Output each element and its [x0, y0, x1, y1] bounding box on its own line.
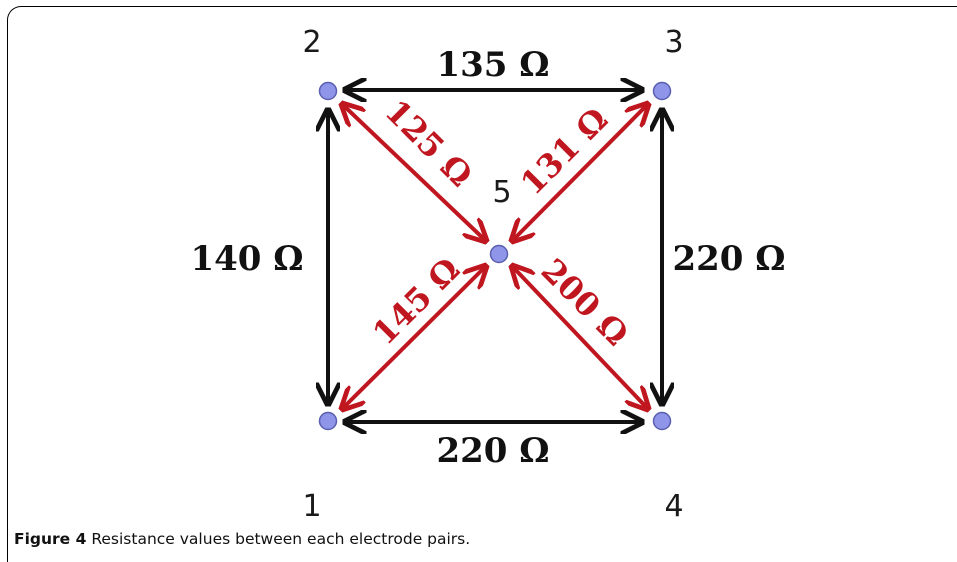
electrode-resistance-diagram: 2 3 1 4 5 135 Ω 220 Ω 140 Ω 220 Ω 125 Ω …: [190, 25, 785, 524]
electrode-node-5: [489, 244, 509, 264]
node-label-5: 5: [492, 175, 511, 210]
node-label-2: 2: [302, 25, 321, 60]
figure-caption: Figure 4 Resistance values between each …: [14, 530, 470, 548]
figure-frame: [7, 6, 957, 562]
edge-2-5-label: 125 Ω: [378, 92, 480, 194]
node-label-3: 3: [664, 25, 683, 60]
edge-3-5-arrow: [512, 104, 648, 241]
edge-4-5-arrow: [512, 266, 648, 409]
electrode-node-1: [318, 411, 338, 431]
edge-3-4-label: 220 Ω: [672, 239, 785, 279]
node-label-1: 1: [302, 489, 321, 524]
figure-label: Figure 4: [14, 530, 87, 548]
node-label-4: 4: [664, 489, 683, 524]
edge-2-3-label: 135 Ω: [436, 45, 549, 85]
edge-1-4-label: 220 Ω: [436, 431, 549, 471]
electrode-node-3: [652, 81, 672, 101]
caption-text: Resistance values between each electrode…: [91, 530, 471, 548]
edge-2-5-arrow: [342, 104, 486, 241]
edge-1-2-label: 140 Ω: [190, 239, 303, 279]
electrode-node-2: [318, 81, 338, 101]
edge-1-5-arrow: [342, 266, 486, 409]
electrode-node-4: [652, 411, 672, 431]
